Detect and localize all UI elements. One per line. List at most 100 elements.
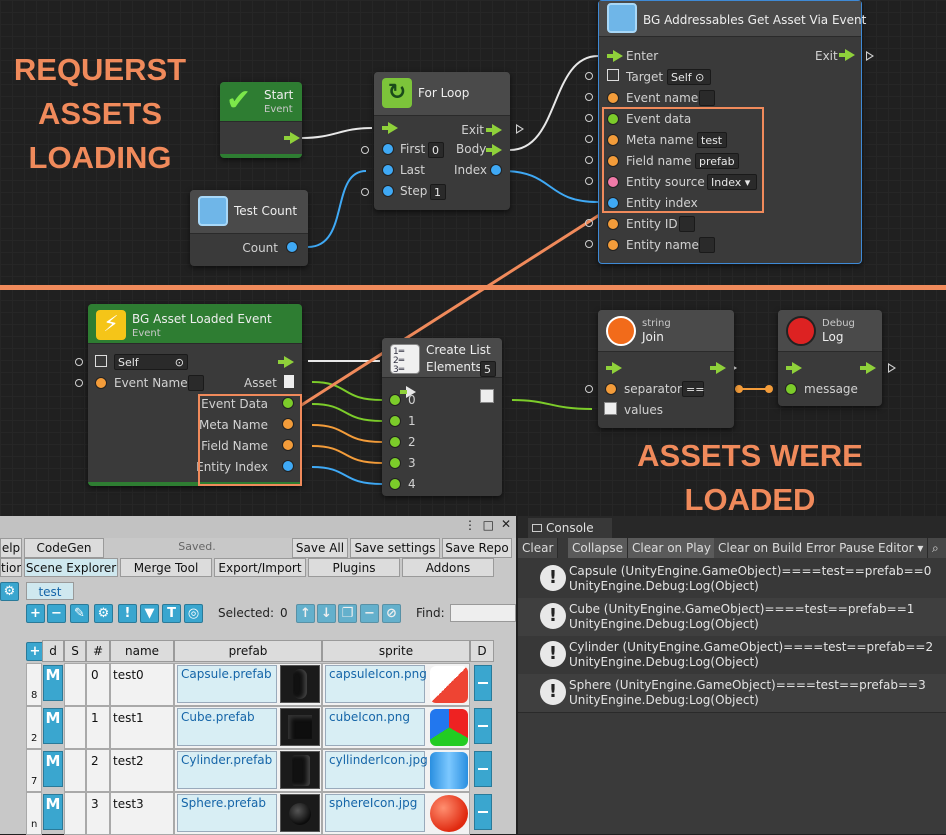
clear-on-play-button[interactable]: Clear on Play [628,538,716,558]
col-delete[interactable]: D [470,640,494,662]
start-event-node[interactable]: ✔ Start Event [220,82,302,158]
field-filter-icon[interactable]: T [162,604,181,623]
first-pin[interactable] [382,143,394,155]
flow-in-arrow-icon[interactable] [400,386,416,398]
row-name[interactable]: test3 [110,792,174,835]
editor-dropdown[interactable]: Editor ▾ [874,538,929,558]
section-tab[interactable]: tion [0,558,22,577]
flow-in-arrow-icon[interactable] [786,362,802,374]
collapse-button[interactable]: Collapse [568,538,628,558]
console-log-entry[interactable]: !Sphere (UnityEngine.GameObject)====test… [518,674,946,712]
element-pin-1[interactable] [389,415,401,427]
console-log-entry[interactable]: !Capsule (UnityEngine.GameObject)====tes… [518,560,946,598]
entity-name-port[interactable] [585,240,593,248]
string-join-node[interactable]: string Join separator == values [598,310,734,428]
export-import-tab[interactable]: Export/Import [214,558,306,577]
entity-source-dropdown[interactable]: Index ▾ [707,174,757,190]
addons-tab[interactable]: Addons [402,558,494,577]
enter-flow-arrow-icon[interactable] [607,50,623,62]
row-id[interactable]: 8 [26,663,42,706]
entity-id-pin[interactable] [607,218,619,230]
delete-row-button[interactable] [474,665,492,701]
prefab-field[interactable]: Capsule.prefab [177,665,277,703]
element-pin-0[interactable] [389,394,401,406]
entity-index-pin[interactable] [607,197,619,209]
row-id[interactable]: 2 [26,706,42,749]
console-log-entry[interactable]: !Cube (UnityEngine.GameObject)====test==… [518,598,946,636]
flow-out-arrow-icon[interactable] [710,362,726,374]
last-pin[interactable] [382,164,394,176]
meta-tab-test[interactable]: test [26,582,74,600]
list-output-icon[interactable] [480,389,494,403]
col-prefab[interactable]: prefab [174,640,322,662]
clear-on-build-button[interactable]: Clear on Build [714,538,808,558]
event-name-pin[interactable] [607,92,619,104]
delete-row-button[interactable] [474,794,492,830]
entity-name-pin[interactable] [607,239,619,251]
scene-explorer-tab[interactable]: Scene Explorer [24,558,118,577]
entity-source-port[interactable] [585,177,593,185]
meta-name-port[interactable] [585,135,593,143]
meta-name-pin[interactable] [282,418,294,430]
merge-tool-tab[interactable]: Merge Tool [120,558,212,577]
separator-port[interactable] [585,385,593,393]
log-exit-port-icon[interactable] [888,363,896,373]
body-flow-arrow-icon[interactable] [486,144,502,156]
plugins-tab[interactable]: Plugins [308,558,400,577]
create-list-node[interactable]: 1═2═3═ Create List Elements 5 0 1 2 3 4 [382,338,502,496]
prefab-field[interactable]: Sphere.prefab [177,794,277,832]
gear-icon[interactable]: ⚙ [94,604,113,623]
col-id[interactable]: d [42,640,64,662]
move-up-icon[interactable]: ↑ [296,604,315,623]
col-sprite[interactable]: sprite [322,640,470,662]
field-name-pin[interactable] [282,439,294,451]
self-field[interactable]: Self⊙ [114,354,188,370]
field-name-pin[interactable] [607,155,619,167]
meta-name-field[interactable]: test [697,132,727,148]
prefab-field[interactable]: Cylinder.prefab [177,751,277,789]
row-m-button[interactable]: M [43,794,63,830]
step-input-port[interactable] [361,188,369,196]
sprite-field[interactable]: cyllinderIcon.jpg [325,751,428,789]
field-name-port[interactable] [585,156,593,164]
entity-id-field[interactable] [679,216,695,232]
count-pin[interactable] [286,241,298,253]
col-name[interactable]: name [110,640,174,662]
flow-out-arrow-icon[interactable] [284,132,300,144]
minus-icon[interactable]: − [360,604,379,623]
element-pin-2[interactable] [389,436,401,448]
sprite-field[interactable]: cubeIcon.png [325,708,425,746]
test-count-node[interactable]: Test Count Count [190,190,308,266]
codegen-tab[interactable]: CodeGen [24,538,104,558]
warning-icon[interactable]: ! [118,604,137,623]
row-name[interactable]: test0 [110,663,174,706]
separator-pin[interactable] [605,383,617,395]
add-icon[interactable]: + [26,604,45,623]
prefab-field[interactable]: Cube.prefab [177,708,277,746]
target-field[interactable]: Self ⊙ [667,69,711,85]
event-name-pin[interactable] [95,377,107,389]
get-asset-exit-port-icon[interactable] [866,51,874,61]
step-value-field[interactable]: 1 [430,184,446,200]
error-pause-button[interactable]: Error Pause [802,538,880,558]
meta-name-pin[interactable] [607,134,619,146]
exit-flow-arrow-icon[interactable] [839,49,855,61]
row-name[interactable]: test2 [110,749,174,792]
visual-script-graph[interactable]: REQUERST ASSETS LOADING ASSETS WERE LOAD… [0,0,946,516]
flow-in-arrow-icon[interactable] [382,122,398,134]
entity-index-pin[interactable] [282,460,294,472]
event-data-pin[interactable] [607,113,619,125]
edit-icon[interactable]: ✎ [70,604,89,623]
document-icon[interactable] [284,375,294,388]
console-tab[interactable]: Console [528,518,612,538]
sprite-field[interactable]: sphereIcon.jpg [325,794,425,832]
target-icon[interactable]: ◎ [184,604,203,623]
entity-source-pin[interactable] [607,176,619,188]
first-value-field[interactable]: 0 [428,142,444,158]
separator-field[interactable]: == [682,381,704,397]
flow-out-arrow-icon[interactable] [278,356,294,368]
first-input-port[interactable] [361,146,369,154]
